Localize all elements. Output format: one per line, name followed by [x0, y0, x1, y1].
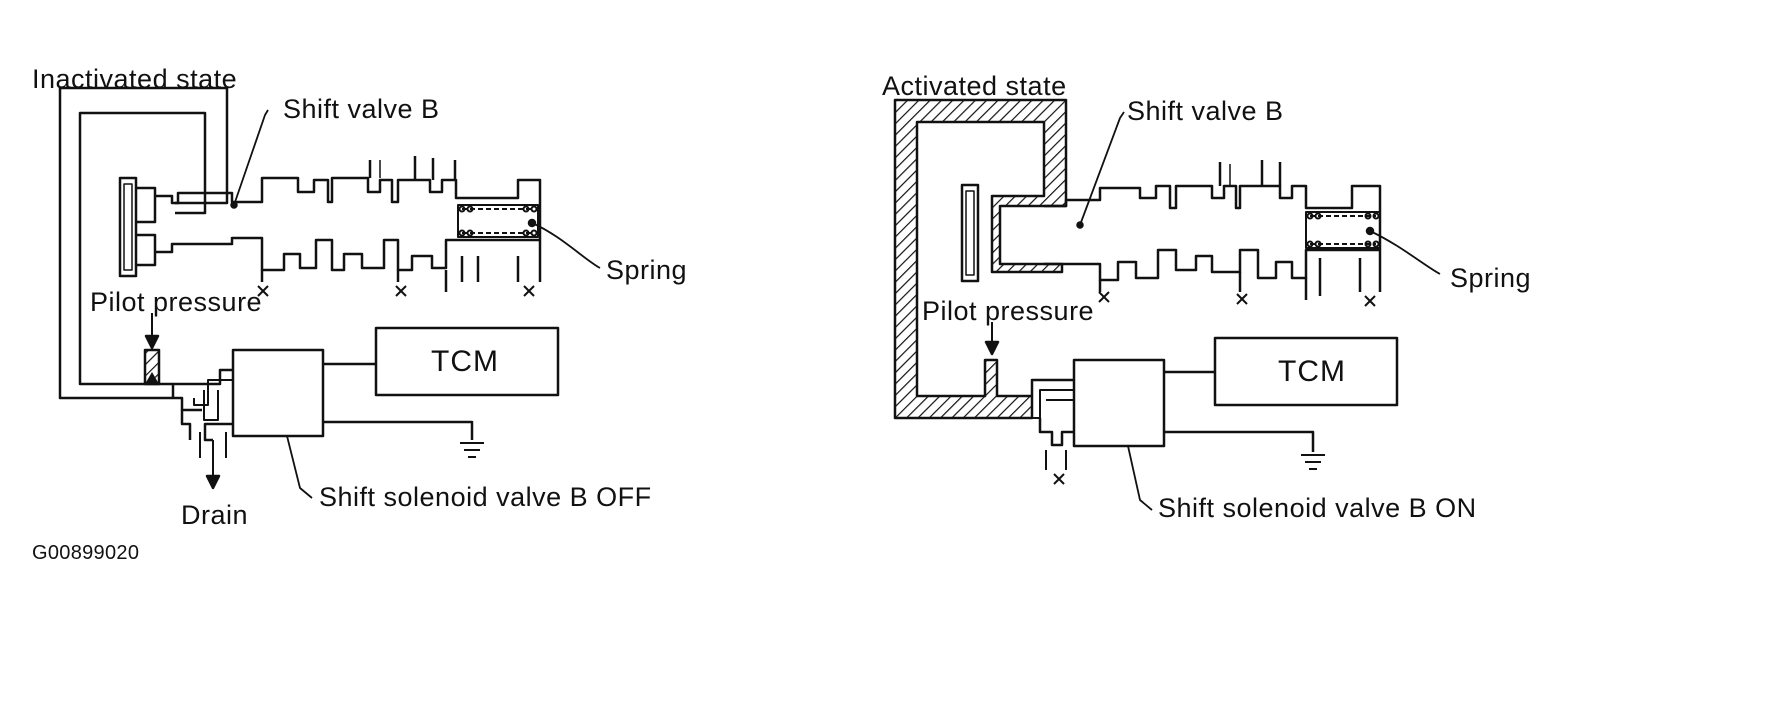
left-valve-end-plate [118, 176, 138, 278]
right-port-x-marks [1098, 291, 1376, 307]
right-spring [1305, 211, 1381, 249]
right-tcm-label: TCM [1278, 355, 1346, 388]
left-solenoid-label: Shift solenoid valve B OFF [319, 482, 652, 512]
right-spool-body [1044, 184, 1382, 210]
left-spring-label: Spring [606, 255, 688, 285]
right-pilot-pressure-label: Pilot pressure [922, 296, 1095, 326]
left-inactivated-diagram [58, 86, 601, 499]
right-solenoid-label: Shift solenoid valve B ON [1158, 493, 1477, 523]
left-spring [457, 204, 539, 238]
left-drain-label: Drain [181, 500, 249, 530]
left-pilot-passage-outer [58, 86, 229, 400]
right-shift-valve-label: Shift valve B [1127, 96, 1284, 126]
left-tcm-box [374, 326, 560, 397]
left-ground-symbol [460, 442, 484, 458]
left-pilot-passage-inner [78, 111, 207, 386]
left-pilot-pressure-label: Pilot pressure [90, 287, 263, 317]
right-spring-label: Spring [1450, 263, 1532, 293]
left-spool-body [155, 176, 542, 205]
left-shift-valve-label: Shift valve B [283, 94, 440, 124]
right-ground-symbol [1301, 454, 1325, 470]
left-port-x-marks [257, 285, 535, 297]
right-activated-diagram [893, 98, 1441, 511]
right-state-label: Activated state [882, 71, 1067, 101]
right-solenoid-body [1072, 358, 1166, 448]
right-pilot-passage-hatched [893, 98, 1068, 420]
left-solenoid-body [231, 348, 325, 438]
left-tcm-label: TCM [431, 345, 499, 378]
right-valve-end-plate [960, 183, 980, 283]
figure-id: G00899020 [32, 542, 140, 564]
left-state-label: Inactivated state [32, 64, 238, 94]
